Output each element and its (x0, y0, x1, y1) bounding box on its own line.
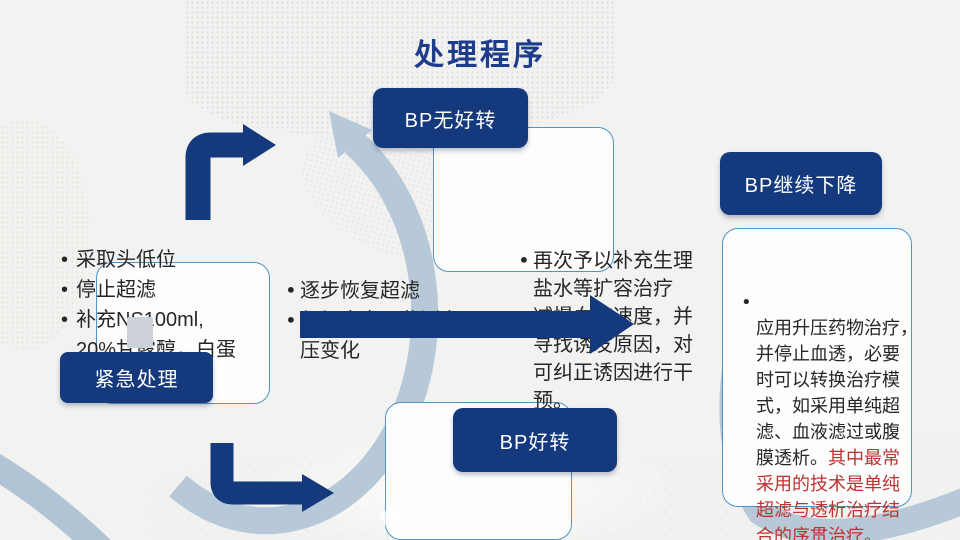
list-item: 采取头低位 (60, 245, 280, 275)
pressor-treatment-paragraph: 应用升压药物治疗， 并停止血透，必要 时可以转换治疗模 式，如采用单纯超 滤、血… (740, 290, 922, 540)
elbow-arrow-top-left (185, 132, 243, 220)
cycle-ring-arrowhead-icon (329, 111, 372, 158)
node-label: BP继续下降 (744, 175, 858, 197)
node-bp-continue-drop: BP继续下降 (720, 152, 882, 215)
elbow-arrow-top-left-head-icon (243, 124, 276, 166)
list-item: 再次予以补充生理 盐水等扩容治疗 (517, 246, 707, 302)
elbow-arrow-bottom-left-head-icon (302, 474, 334, 512)
slide-title: 处理程序 (414, 39, 546, 72)
recheck-treatment-list: 再次予以补充生理 盐水等扩容治疗 减慢血流速度，并 寻找诱发原因，对 可纠正诱因… (517, 246, 707, 414)
list-item: 逐步恢复超滤 (284, 275, 469, 305)
node-bp-no-improve: BP无好转 (373, 88, 528, 148)
list-item: 但仍应密切监测血 压变化 (284, 305, 469, 365)
node-label: 紧急处理 (94, 369, 179, 391)
node-emergency: 紧急处理 (60, 352, 213, 403)
corner-arc-bottom-left (0, 454, 111, 540)
node-bp-improve: BP好转 (453, 408, 617, 472)
list-item: 减慢血流速度，并 寻找诱发原因，对 可纠正诱因进行干 预。 (517, 302, 707, 414)
node-label: BP好转 (499, 431, 571, 454)
redaction-patch (127, 317, 153, 348)
node-label: BP无好转 (404, 109, 497, 132)
list-item: 停止超滤 (60, 275, 280, 305)
pressor-treatment-text: 应用升压药物治疗， 并停止血透，必要 时可以转换治疗模 式，如采用单纯超 滤、血… (756, 318, 918, 469)
elbow-arrow-bottom-left (210, 443, 302, 505)
recovery-monitor-list: 逐步恢复超滤 但仍应密切监测血 压变化 (284, 275, 469, 365)
emergency-measures-list: 采取头低位 停止超滤 补充NS100ml, 20%甘露醇，白蛋 (60, 245, 280, 365)
